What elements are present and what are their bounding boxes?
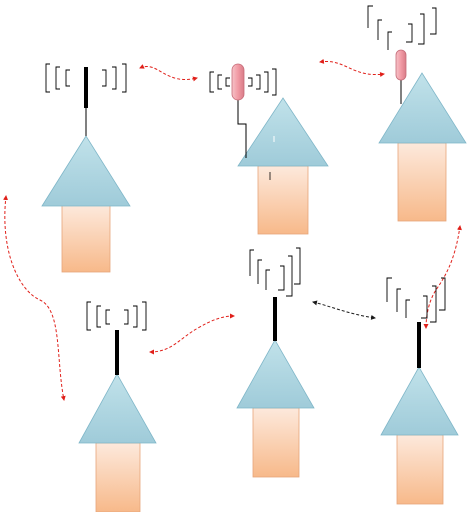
node-1 [41, 63, 131, 273]
node-3-antenna-capsule [395, 49, 407, 81]
node-4-body [95, 442, 141, 512]
node-5-roof [236, 339, 315, 409]
node-4-roof [78, 373, 157, 444]
node-5 [236, 247, 315, 478]
node-1-body [61, 204, 111, 273]
node-4-signal [86, 301, 147, 331]
node-2-antenna-capsule [231, 63, 245, 101]
node-2-roof [237, 97, 329, 167]
node-4 [78, 301, 157, 512]
node-2-feed [237, 98, 247, 158]
node-3-body [397, 142, 447, 222]
node-6-signal [386, 277, 446, 323]
node-2-signal [209, 68, 277, 96]
link-5-6 [312, 300, 376, 320]
node-5-body [252, 407, 300, 478]
node-1-roof [41, 135, 131, 207]
node-3-signal [367, 5, 437, 50]
node-6-roof [380, 366, 459, 436]
node-2-body [257, 165, 309, 235]
node-6-body [396, 434, 444, 505]
node-3 [367, 5, 467, 222]
link-2-3 [319, 58, 385, 77]
link-1-2 [139, 64, 198, 82]
link-3-6 [423, 225, 462, 329]
node-5-signal [249, 247, 301, 297]
node-3-roof [378, 72, 467, 144]
link-4-5 [149, 313, 235, 355]
link-1-4 [3, 195, 66, 401]
node-1-signal [45, 63, 127, 93]
node-6 [380, 277, 459, 505]
node-2 [209, 63, 329, 235]
